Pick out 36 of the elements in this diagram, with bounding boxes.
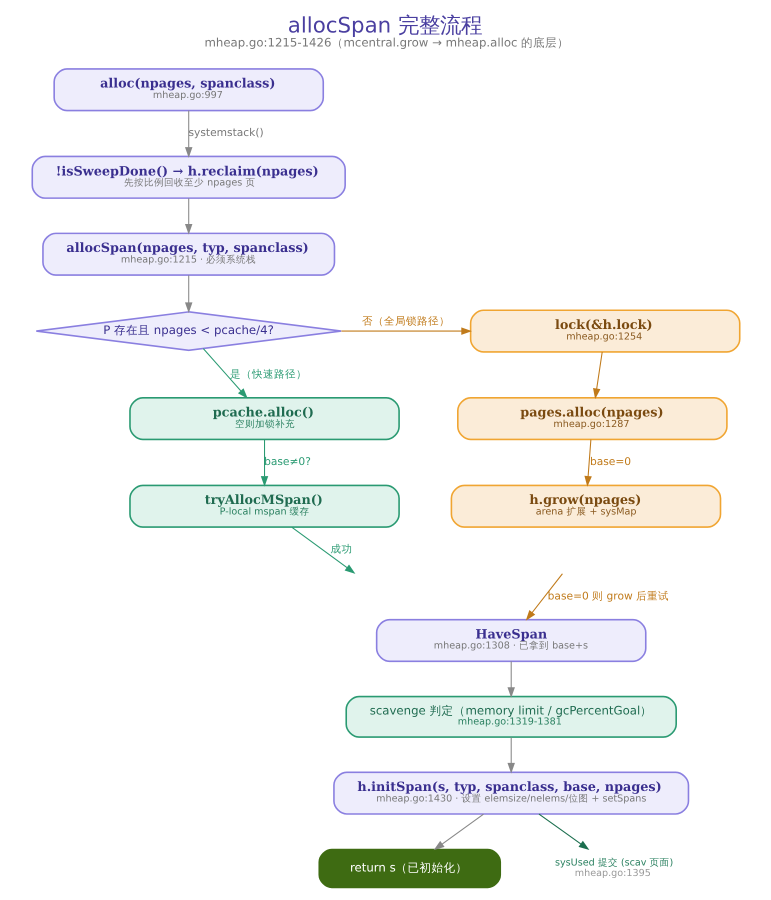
diagram-title: allocSpan 完整流程 [287,14,482,39]
arrow [538,814,589,850]
edge-label: base=0 [589,455,631,468]
arrow [506,661,514,698]
arrow [340,327,472,335]
arrow [184,275,192,314]
node-box: return s（已初始化） [318,848,501,888]
arrow [260,440,268,487]
arrow [592,352,602,400]
arrow [525,573,562,621]
arrow [184,198,192,235]
node-box: pcache.alloc() 空则加锁补充 [128,397,400,440]
arrow [291,526,355,574]
edge-label: base≠0? [264,455,310,468]
arrow [202,348,248,399]
edge-label: base=0 则 grow 后重试 [547,589,669,602]
node-box: h.grow(npages) arena 扩展 + sysMap [450,484,721,528]
node-box: tryAllocMSpan() P-local mspan 缓存 [128,484,400,528]
arrow [584,439,592,487]
node-box: pages.alloc(npages) mheap.go:1287 [456,397,728,440]
node-box: h.initSpan(s, typ, spanclass, base, npages) mheap.go:1430 · 设置 elemsize/nelems/位图 + setSpans [332,772,689,815]
edge-label: 否（全局锁路径） [361,314,450,328]
node-box: scavenge 判定（memory limit / gcPercentGoal） mheap.go:1319-1381 [344,696,676,738]
node-box: alloc(npages, spanclass) mheap.go:997 [52,68,324,112]
node-box: lock(&h.lock) mheap.go:1254 [469,309,740,353]
edge-label: systemstack() [188,126,264,140]
arrow [184,110,192,158]
node-box: !isSweepDone() → h.reclaim(npages) 先按比例回收至少 npages 页 [30,156,346,199]
node-box: HaveSpan mheap.go:1308 · 已拿到 base+s [375,618,646,662]
edge-label: 成功 [330,542,352,556]
edge-label: 是（快速路径） [229,368,306,381]
arrow [506,737,514,774]
node-diamond: P 存在且 npages < pcache/4? [34,311,342,352]
node-box: allocSpan(npages, typ, spanclass) mheap.go:1215 · 必须系统栈 [42,232,335,276]
arrow [433,814,484,850]
node-text: sysUsed 提交 (scav 页面) mheap.go:1395 [554,857,673,880]
